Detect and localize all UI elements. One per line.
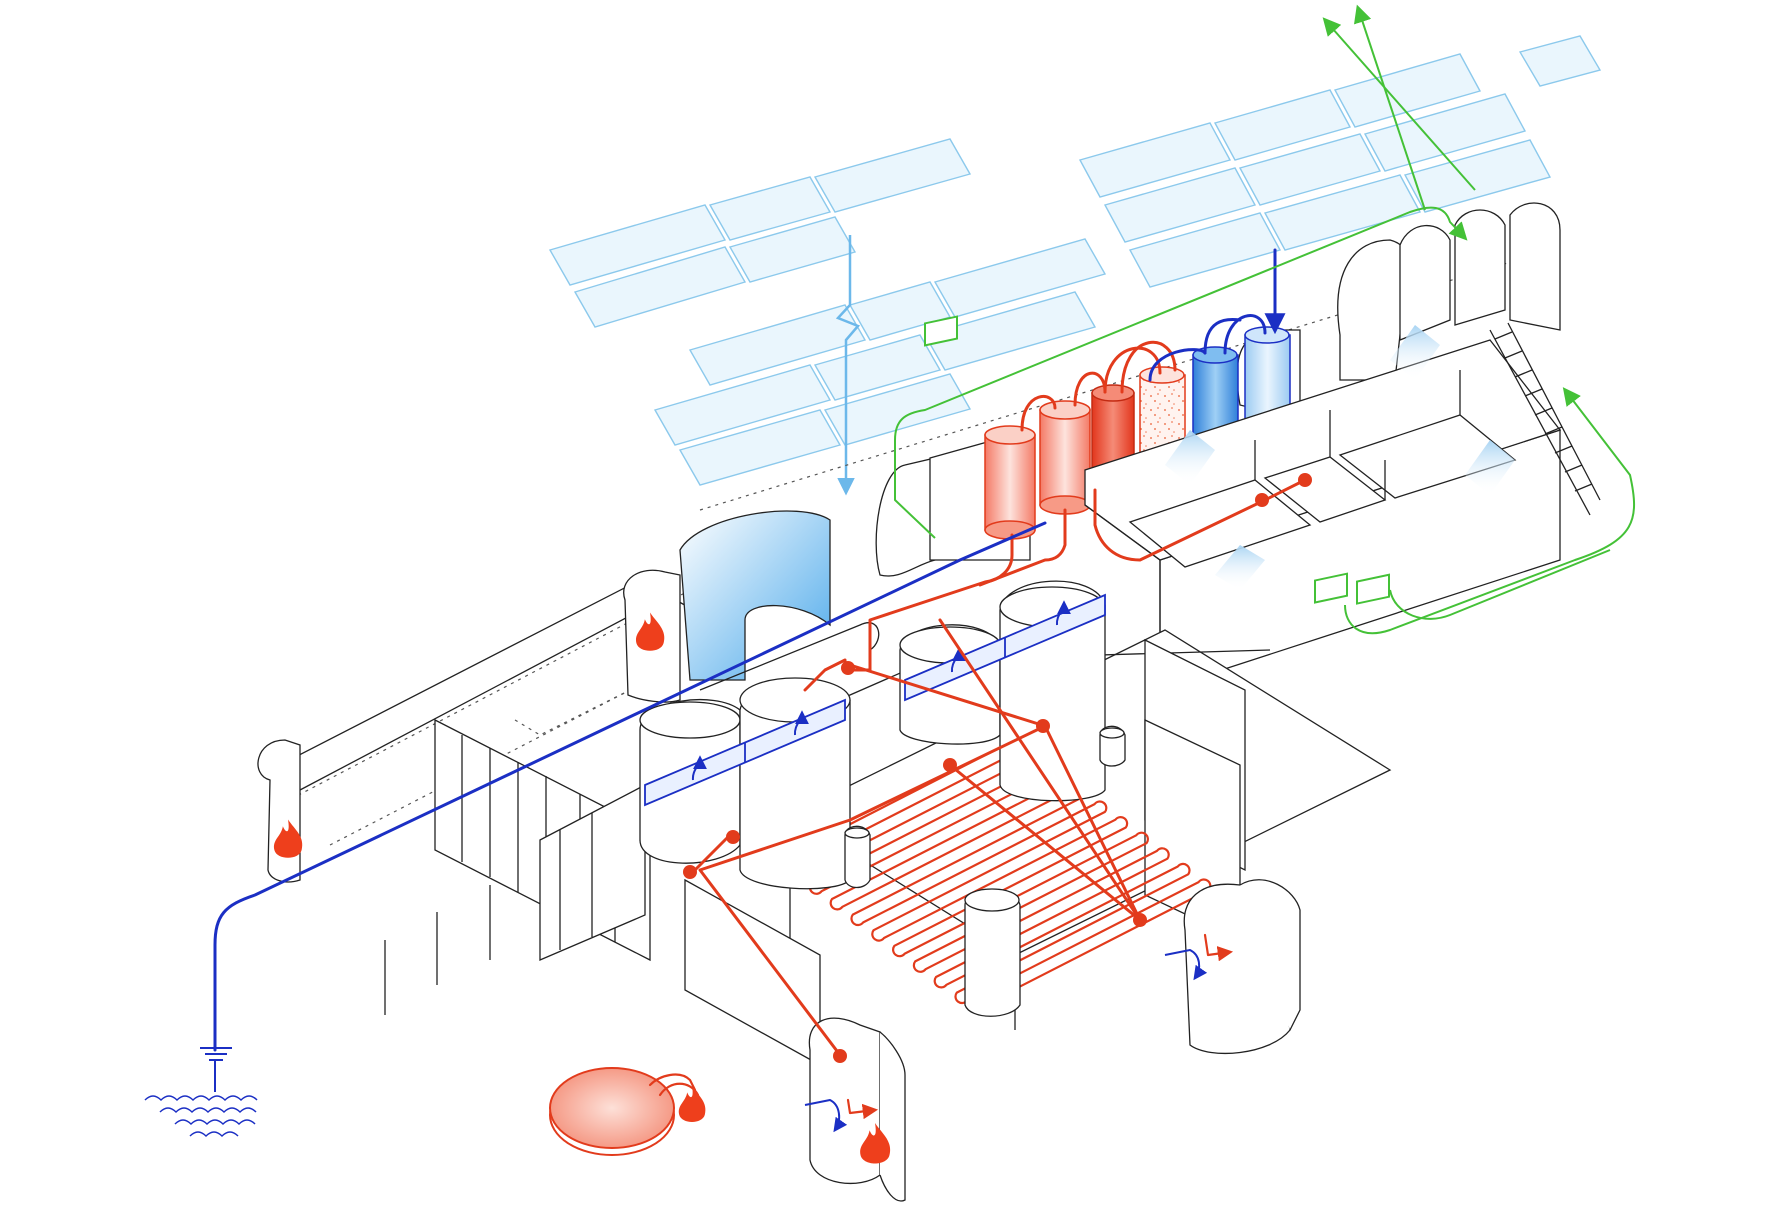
hall-box <box>1084 322 1601 691</box>
air-arrow-3 <box>1390 325 1440 380</box>
skylight-right <box>904 593 1106 702</box>
flame-icon-hot-tub <box>678 1086 706 1122</box>
pv-row-1 <box>548 138 972 328</box>
front-cylinder-right <box>1183 879 1301 1055</box>
exhaust-arrow-2 <box>1353 4 1426 211</box>
cylinder-e <box>964 888 1021 1017</box>
air-arrow-1 <box>1215 545 1265 590</box>
left-wing <box>257 510 880 1015</box>
rear-curved-wall <box>875 457 936 577</box>
hot-tank-1 <box>984 425 1036 540</box>
glass-facade <box>434 718 651 962</box>
air-arrow-4 <box>1165 430 1215 485</box>
ventilation-loop <box>894 206 1636 635</box>
ground-water-symbol <box>144 1047 258 1138</box>
heating-network <box>683 473 1312 1063</box>
staircase <box>1489 322 1601 516</box>
electricity-line <box>835 235 861 496</box>
fan-unit-2 <box>1314 572 1348 604</box>
columns <box>384 885 491 1015</box>
corner-flow-arrows <box>804 933 1234 1133</box>
curved-wall-left-end <box>257 739 301 883</box>
cylinder-f <box>844 825 871 889</box>
pipe-nodes <box>683 473 1312 1063</box>
interior-cylinders <box>639 580 1126 1017</box>
air-arrow-2 <box>1465 440 1515 495</box>
cooling-wall <box>679 510 831 681</box>
fan-unit-1 <box>924 315 958 347</box>
exhaust-arrow-1 <box>1322 17 1476 191</box>
hot-tub <box>549 1067 700 1156</box>
skylight-left <box>644 698 846 807</box>
pv-row-2 <box>653 238 1107 486</box>
hot-tank-2 <box>1039 400 1091 515</box>
fan-unit-3 <box>1356 573 1390 605</box>
cylinder-g <box>1099 725 1126 767</box>
cold-water-line <box>144 521 1047 1138</box>
solar-panel-array-left <box>548 138 1107 486</box>
front-cylinder-left <box>808 1017 906 1202</box>
solar-panel-array-right <box>1078 35 1602 288</box>
